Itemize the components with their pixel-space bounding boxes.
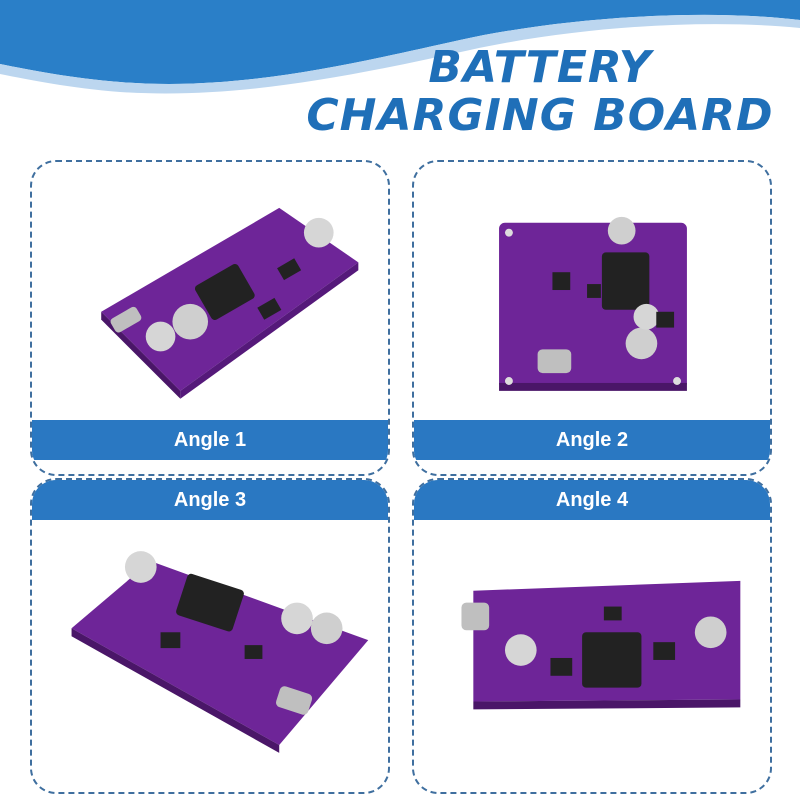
panel-label-angle-3: Angle 3	[32, 480, 388, 520]
board-photo-angle-2	[414, 162, 770, 420]
board-photo-angle-1	[32, 162, 388, 420]
panel-label-angle-2: Angle 2	[414, 420, 770, 460]
panel-label-angle-4: Angle 4	[414, 480, 770, 520]
panel-label-angle-1: Angle 1	[32, 420, 388, 460]
title-line-2: CHARGING BOARD	[306, 90, 774, 141]
panel-angle-2: Angle 2	[412, 160, 772, 476]
title-line-1: BATTERY	[428, 42, 652, 93]
page-title: BATTERY CHARGING BOARD	[300, 44, 780, 140]
panel-angle-3: Angle 3	[30, 478, 390, 794]
board-photo-angle-3	[32, 520, 388, 792]
header-wave-graphic	[0, 0, 800, 94]
panel-angle-4: Angle 4	[412, 478, 772, 794]
board-photo-angle-4	[414, 520, 770, 792]
panel-angle-1: Angle 1	[30, 160, 390, 476]
